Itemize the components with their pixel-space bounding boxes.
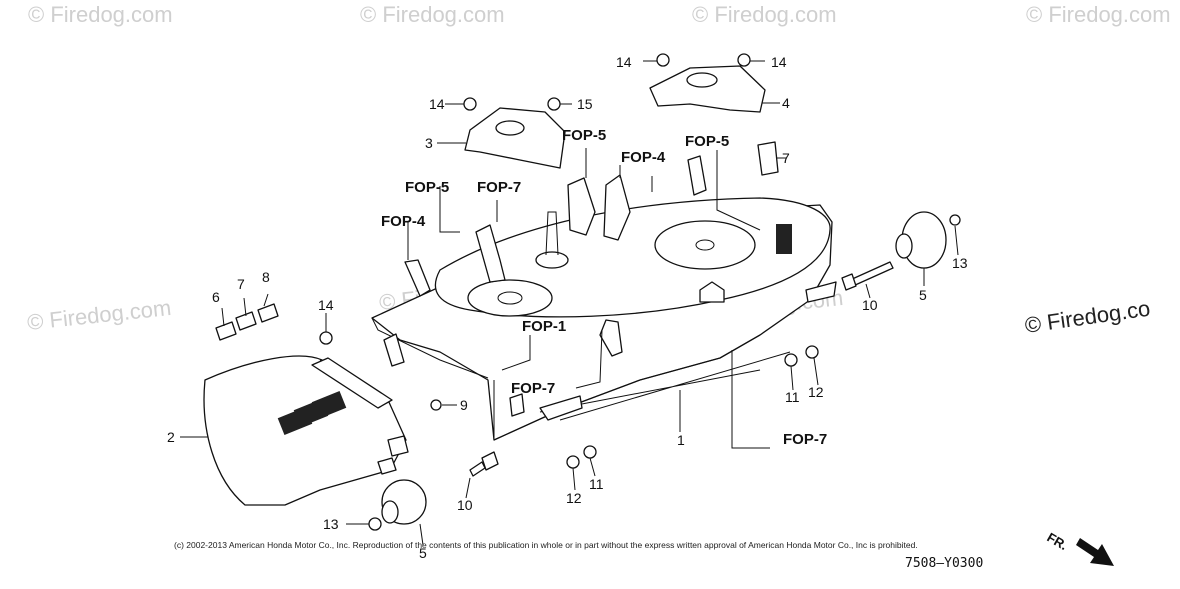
hardware	[319, 53, 961, 531]
part-number-10b: 10	[457, 497, 473, 513]
arrow-icon	[1076, 538, 1114, 566]
fop-label-8: FOP-7	[511, 380, 555, 397]
decal-7-right	[757, 141, 779, 176]
washer-12-right	[805, 345, 819, 359]
part-number-13b: 13	[323, 516, 339, 532]
nut-14c	[737, 53, 751, 67]
fop-labels: FOP-5 FOP-4 FOP-5 FOP-5 FOP-7 FOP-4 FOP-…	[381, 127, 827, 448]
part-number-14b: 14	[616, 54, 632, 70]
part-number-11b: 11	[589, 476, 604, 492]
nut-14d	[319, 331, 333, 345]
watermark-top-3: © Firedog.com	[692, 2, 837, 27]
decal-black	[776, 224, 792, 254]
part-number-12b: 12	[566, 490, 582, 506]
fop-label-2: FOP-4	[621, 149, 666, 166]
part-number-2: 2	[167, 429, 175, 445]
axle-right	[849, 261, 894, 287]
nut-14a	[463, 97, 477, 111]
part-number-7b: 7	[237, 276, 245, 292]
part-number-11a: 11	[785, 389, 800, 405]
leader-lines	[180, 60, 959, 546]
nut-14b	[656, 53, 670, 67]
wheel-left	[381, 479, 427, 525]
decal-7	[235, 311, 257, 331]
fop-label-5: FOP-7	[477, 179, 521, 196]
watermark-top-2: © Firedog.com	[360, 2, 505, 27]
diagram-code: 7508—Y0300	[905, 556, 983, 571]
front-direction-indicator: FR.	[1045, 530, 1114, 566]
watermark-top-4: © Firedog.com	[1026, 2, 1171, 27]
part-number-1: 1	[677, 432, 685, 448]
bolt-13-left	[368, 517, 382, 531]
axle-left	[469, 461, 486, 477]
fop-label-6: FOP-4	[381, 213, 426, 230]
part-number-5a: 5	[919, 287, 927, 303]
fop-label-1: FOP-5	[562, 127, 606, 144]
part-number-14c: 14	[771, 54, 787, 70]
pulley-cover-left	[464, 107, 566, 169]
copyright-notice: (c) 2002-2013 American Honda Motor Co., …	[174, 540, 918, 550]
decals	[215, 141, 792, 341]
decal-6	[215, 321, 237, 341]
watermark-top-1: © Firedog.com	[28, 2, 173, 27]
mower-deck	[371, 155, 837, 441]
fop-label-9: FOP-7	[783, 431, 827, 448]
part-number-13a: 13	[952, 255, 968, 271]
part-number-3: 3	[425, 135, 433, 151]
pulley-cover-right	[649, 65, 766, 113]
part-number-4: 4	[782, 95, 790, 111]
watermark-mid-1: © Firedog.com	[26, 295, 172, 335]
fop-label-4: FOP-5	[405, 179, 449, 196]
part-number-14a: 14	[429, 96, 445, 112]
discharge-chute	[203, 355, 409, 506]
part-numbers: 14 14 14 14 15 3 4 7 6 7 8 2 9 1 13 13 5…	[167, 54, 968, 561]
washer-12-left	[566, 455, 580, 469]
part-number-6: 6	[212, 289, 220, 305]
nut-11-left	[583, 445, 597, 459]
part-number-12a: 12	[808, 384, 824, 400]
fop-label-3: FOP-5	[685, 133, 729, 150]
bolt-9	[430, 399, 442, 411]
bolt-13-right	[949, 214, 961, 226]
part-number-14d: 14	[318, 297, 334, 313]
nut-11-right	[784, 353, 798, 367]
watermark-side: © Firedog.co	[1023, 296, 1152, 338]
fop-label-7: FOP-1	[522, 318, 566, 335]
part-number-15: 15	[577, 96, 593, 112]
bolt-15	[547, 97, 561, 111]
part-number-7a: 7	[782, 150, 790, 166]
part-number-5b: 5	[419, 545, 427, 561]
direction-label: FR.	[1045, 530, 1071, 553]
part-number-9: 9	[460, 397, 468, 413]
part-number-8: 8	[262, 269, 270, 285]
wheel-right	[895, 211, 947, 269]
part-number-10a: 10	[862, 297, 878, 313]
decal-8	[257, 303, 279, 323]
